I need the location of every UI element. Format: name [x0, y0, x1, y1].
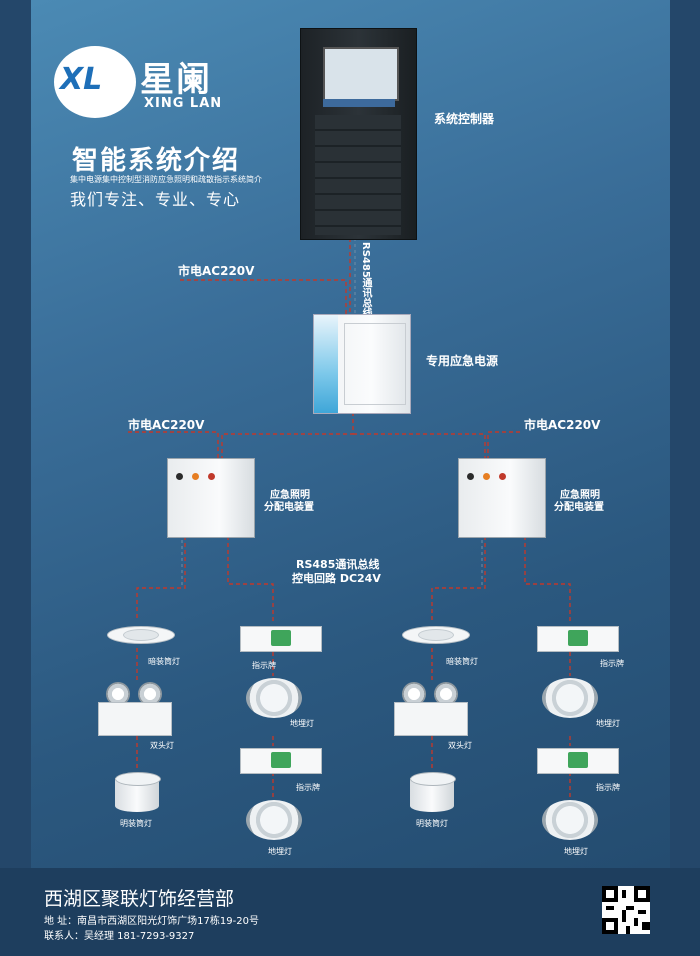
surface-downlight — [115, 772, 161, 814]
logo-mark: XL — [60, 62, 103, 97]
label-recessed-downlight-r: 暗装筒灯 — [446, 657, 478, 666]
page-title: 智能系统介绍 — [72, 146, 241, 176]
logo-badge — [54, 46, 136, 118]
label-surface-downlight: 明装筒灯 — [120, 819, 152, 828]
label-sign: 指示牌 — [252, 661, 276, 670]
label-twin-head-r: 双头灯 — [448, 741, 472, 750]
label-dist-right-2: 分配电装置 — [554, 502, 604, 513]
recessed-downlight — [107, 620, 175, 648]
label-rs485-vertical: RS485通讯总线 — [360, 242, 371, 318]
exit-sign — [537, 748, 619, 774]
controller-label-strip — [323, 99, 395, 107]
ground-light — [542, 800, 598, 840]
label-dist-right-1: 应急照明 — [560, 490, 600, 501]
label-ground-light-r: 地埋灯 — [596, 719, 620, 728]
label-power-supply: 专用应急电源 — [426, 354, 499, 368]
label-twin-head: 双头灯 — [150, 741, 174, 750]
exit-sign — [537, 626, 619, 652]
label-controller: 系统控制器 — [434, 112, 495, 126]
twin-head-light — [394, 682, 468, 736]
footer-address: 地 址：南昌市西湖区阳光灯饰广场17栋19-20号 — [44, 916, 259, 927]
surface-downlight — [410, 772, 456, 814]
label-sign-r: 指示牌 — [600, 659, 624, 668]
label-dist-left-2: 分配电装置 — [264, 502, 314, 513]
brand-name-cn: 星阑 — [140, 60, 212, 100]
brand-name-en: XING LAN — [144, 96, 223, 111]
label-bus-line-2: 控电回路 DC24V — [292, 572, 381, 585]
page-subtitle: 集中电源集中控制型消防应急照明和疏散指示系统简介 — [70, 175, 262, 184]
indicator-dot — [467, 473, 474, 480]
wire-mains-right — [487, 431, 520, 458]
system-controller-cabinet — [300, 28, 417, 240]
indicator-dot — [176, 473, 183, 480]
wire-left-branch — [136, 536, 186, 620]
wire-right-branch — [431, 536, 486, 620]
distribution-box-left — [167, 458, 255, 538]
qr-code — [602, 886, 650, 934]
psu-door — [344, 323, 406, 405]
ground-light — [246, 800, 302, 840]
distribution-box-right — [458, 458, 546, 538]
footer-bar — [0, 868, 700, 956]
wire-psu-split — [221, 412, 354, 458]
indicator-dot — [483, 473, 490, 480]
wire-mains-top — [180, 279, 347, 314]
emergency-power-supply — [313, 314, 411, 414]
exit-sign — [240, 748, 322, 774]
label-mains-top: 市电AC220V — [178, 264, 255, 278]
recessed-downlight — [402, 620, 470, 648]
wire-mains-left — [128, 431, 219, 458]
label-mains-right: 市电AC220V — [524, 418, 601, 432]
label-surface-downlight-r: 明装筒灯 — [416, 819, 448, 828]
indicator-dot — [192, 473, 199, 480]
footer-contact: 联系人：吴经理 181-7293-9327 — [44, 931, 195, 942]
indicator-dot — [208, 473, 215, 480]
indicator-dot — [499, 473, 506, 480]
controller-panel — [315, 115, 401, 235]
label-mains-left: 市电AC220V — [128, 418, 205, 432]
label-dist-left-1: 应急照明 — [270, 490, 310, 501]
ground-light — [542, 678, 598, 718]
twin-head-light — [98, 682, 172, 736]
label-ground-light-r2: 地埋灯 — [564, 847, 588, 856]
slogan: 我们专注、专业、专心 — [70, 190, 241, 209]
footer-company: 西湖区聚联灯饰经营部 — [44, 888, 235, 910]
exit-sign — [240, 626, 322, 652]
label-sign-2: 指示牌 — [296, 783, 320, 792]
label-recessed-downlight: 暗装筒灯 — [148, 657, 180, 666]
label-sign-r2: 指示牌 — [596, 783, 620, 792]
psu-accent-stripe — [314, 315, 338, 413]
label-ground-light-2: 地埋灯 — [268, 847, 292, 856]
label-ground-light: 地埋灯 — [290, 719, 314, 728]
label-bus-line-1: RS485通讯总线 — [296, 558, 380, 571]
ground-light — [246, 678, 302, 718]
controller-screen — [323, 47, 399, 101]
